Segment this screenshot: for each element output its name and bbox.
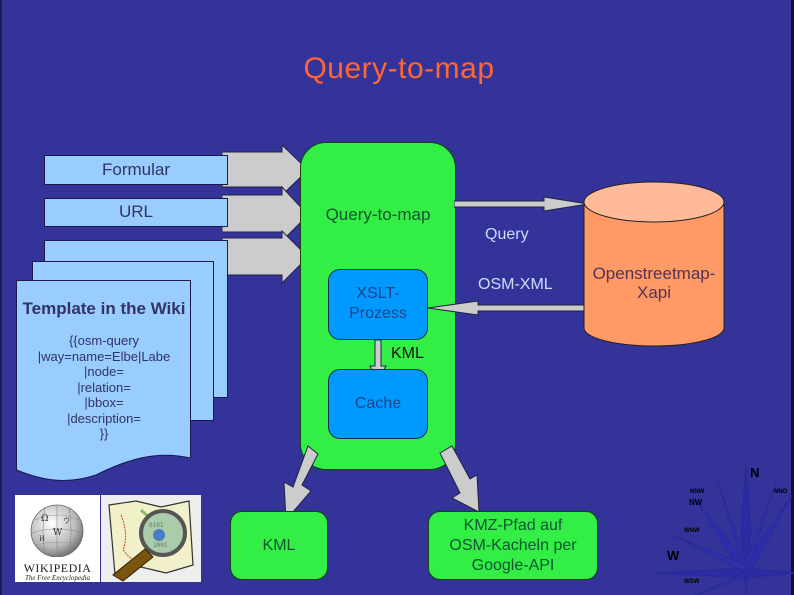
wikipedia-wordmark: WIKIPEDIA (23, 561, 92, 575)
kmz-line: OSM-Kacheln per (449, 537, 577, 554)
svg-text:ウ: ウ (63, 517, 70, 525)
compass-rose-icon: N NNW NNO NW WNW W WSW (651, 464, 794, 595)
template-page-front (16, 280, 191, 481)
template-code-line: |node= (84, 364, 124, 379)
osm-xml-arrow (427, 300, 589, 316)
formular-label: Formular (101, 160, 170, 179)
template-code-line: |way=name=Elbe|Labe (37, 348, 171, 364)
compass-nno: NNO (774, 489, 788, 495)
url-label: URL (118, 202, 153, 221)
cache-box: Cache (328, 369, 428, 439)
template-code-line: |description= (67, 410, 141, 426)
osm-magnifier-map-icon: 0101 1001 (108, 500, 194, 582)
wikipedia-logo: Ω W ウ И WIKIPEDIA The Free Encyclopedia (15, 495, 100, 582)
compass-wnw: WNW (684, 528, 700, 534)
template-code-line: }} (99, 426, 109, 441)
arrow-template (222, 229, 309, 285)
xslt-process-box: XSLT- Prozess (328, 269, 428, 340)
svg-text:0101: 0101 (149, 522, 164, 529)
database-label: Openstreetmap- Xapi (582, 264, 726, 302)
database-label-line: Xapi (636, 283, 672, 302)
kml-output-arrow (283, 445, 319, 522)
kmz-line: Google-API (471, 557, 555, 574)
xslt-line: Prozess (349, 305, 407, 322)
cache-label: Cache (354, 395, 402, 412)
template-code-line: |relation= (77, 379, 131, 395)
database-cylinder (583, 181, 725, 347)
compass-nnw: NNW (690, 489, 705, 495)
svg-text:Ω: Ω (41, 514, 48, 524)
compass-n: N (750, 465, 759, 480)
formular-box: Formular (44, 155, 228, 185)
kml-output-box: KML (230, 511, 328, 580)
template-code: {{osm-query |way=name=Elbe|Labe |node= |… (16, 333, 192, 442)
query-label: Query (485, 226, 529, 243)
wikipedia-globe-icon: Ω W ウ И (30, 504, 84, 558)
kmz-line: KMZ-Pfad auf (463, 517, 563, 534)
compass-nw: NW (689, 498, 703, 507)
kmz-output-box: KMZ-Pfad auf OSM-Kacheln per Google-API (428, 511, 598, 580)
osm-xml-label: OSM-XML (478, 276, 553, 293)
database-label-line: Openstreetmap- (592, 264, 716, 283)
slide-title: Query-to-map (303, 52, 495, 85)
svg-text:W: W (53, 528, 63, 538)
template-code-line: |bbox= (84, 395, 124, 410)
arrow-url (222, 185, 309, 243)
kml-output-label: KML (262, 537, 296, 554)
wikipedia-tagline: The Free Encyclopedia (24, 574, 91, 582)
url-box: URL (44, 198, 228, 227)
xslt-line: XSLT- (356, 285, 400, 302)
osm-logo: 0101 1001 (101, 495, 201, 582)
kmz-output-arrow (439, 445, 480, 513)
compass-w: W (667, 548, 680, 563)
svg-text:1001: 1001 (153, 542, 168, 549)
inner-kml-label: KML (391, 345, 424, 362)
template-code-line: {{osm-query (68, 333, 140, 348)
query-arrow (454, 196, 589, 212)
arrow-formular (222, 145, 309, 197)
input-arrows (222, 145, 309, 285)
template-title: Template in the Wiki (22, 299, 186, 318)
process-label: Query-to-map (325, 205, 431, 224)
svg-text:И: И (39, 535, 45, 543)
compass-wsw: WSW (684, 579, 700, 585)
